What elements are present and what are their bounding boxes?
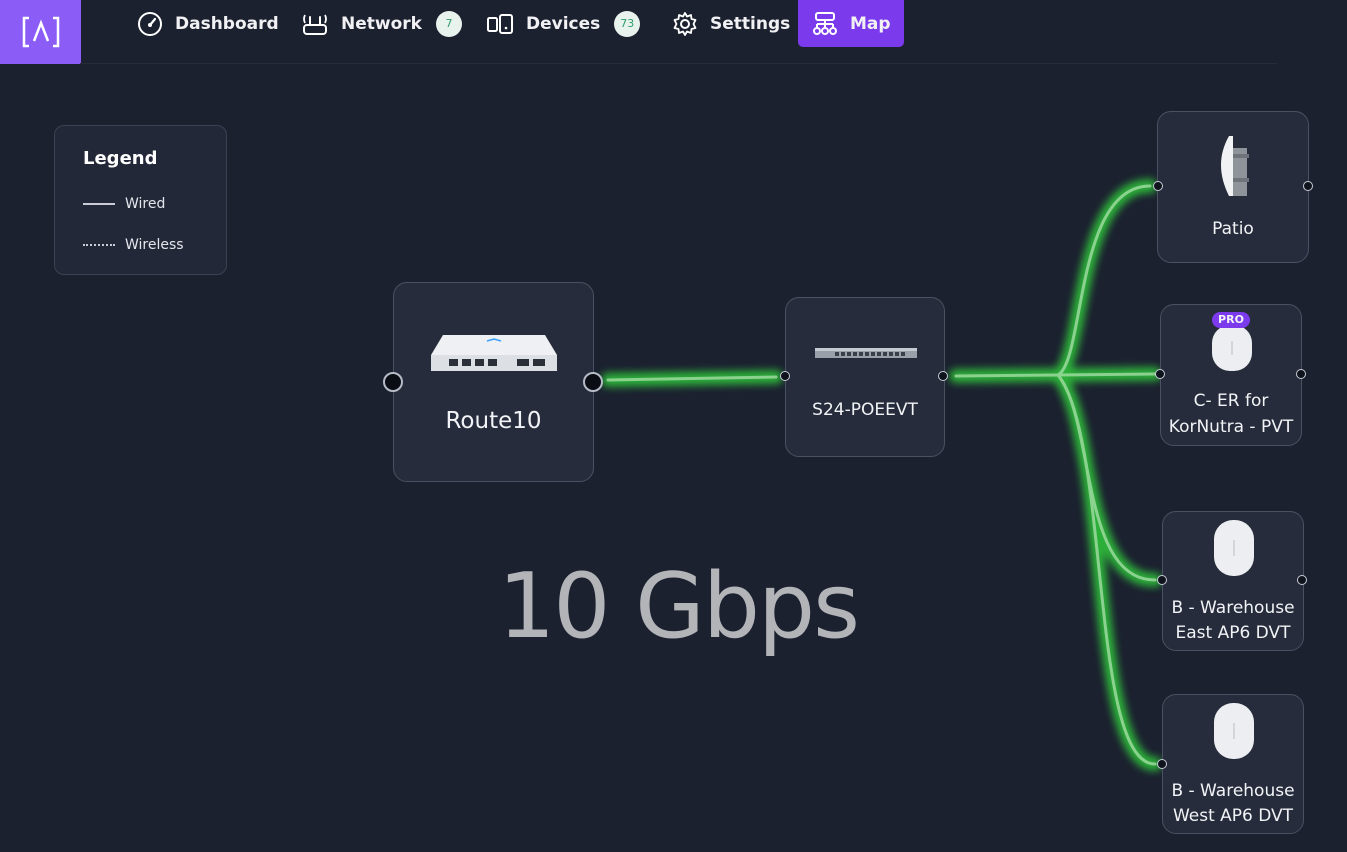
node-warehouse-west[interactable]: B - Warehouse West AP6 DVT: [1162, 694, 1304, 834]
east-port-left[interactable]: [1157, 575, 1167, 585]
nav-map[interactable]: Map: [798, 0, 904, 47]
nav-settings-label: Settings: [710, 13, 791, 34]
switch-port-right[interactable]: [938, 371, 948, 381]
legend-wired-label: Wired: [125, 196, 166, 212]
wireless-line-swatch: [83, 244, 115, 246]
gear-icon: [673, 11, 697, 36]
east-port-right[interactable]: [1297, 575, 1307, 585]
devices-count-badge: 73: [614, 10, 641, 37]
link-glow: [601, 179, 1162, 771]
nav-dashboard[interactable]: Dashboard: [123, 0, 293, 47]
link-core: [606, 184, 1157, 766]
west-port-left[interactable]: [1157, 759, 1167, 769]
west-label-line1: B - Warehouse: [1171, 781, 1295, 801]
outdoor-ap-image: [1221, 136, 1249, 196]
legend-wired-row: Wired: [83, 196, 165, 212]
node-warehouse-east[interactable]: B - Warehouse East AP6 DVT: [1162, 511, 1304, 651]
nav-network[interactable]: Network 7: [287, 0, 476, 47]
access-point-image: [1214, 703, 1254, 759]
east-label-line1: B - Warehouse: [1171, 598, 1295, 618]
node-s24-poeevt[interactable]: S24-POEEVT: [785, 297, 945, 457]
gauge-icon: [138, 11, 162, 36]
top-navigation: Dashboard Network 7 Devices 73 Settings: [0, 0, 1347, 64]
switch-port-left[interactable]: [780, 371, 790, 381]
bracket-a-logo-icon: [22, 16, 59, 48]
node-c-er-kornutra[interactable]: PRO C- ER for KorNutra - PVT: [1160, 304, 1302, 446]
route10-port-right[interactable]: [583, 372, 603, 392]
pro-badge: PRO: [1212, 312, 1250, 328]
router-icon: [303, 14, 327, 35]
patio-port-right[interactable]: [1303, 181, 1313, 191]
legend-wireless-label: Wireless: [125, 237, 184, 253]
legend-panel: Legend Wired Wireless: [54, 125, 227, 275]
node-route10[interactable]: Route10: [393, 282, 594, 482]
devices-icon: [487, 13, 513, 34]
access-point-image: [1212, 325, 1252, 371]
wired-line-swatch: [83, 203, 115, 205]
brand-logo[interactable]: [0, 0, 81, 64]
nav-settings[interactable]: Settings: [658, 0, 804, 47]
switch-label: S24-POEEVT: [812, 400, 918, 420]
nav-dashboard-label: Dashboard: [175, 13, 279, 34]
nav-map-label: Map: [850, 13, 891, 34]
west-label-line2: West AP6 DVT: [1172, 806, 1294, 826]
router-device-image: [431, 335, 557, 371]
east-label-line2: East AP6 DVT: [1175, 623, 1291, 643]
patio-port-left[interactable]: [1153, 181, 1163, 191]
patio-label: Patio: [1212, 219, 1254, 239]
sitemap-icon: [813, 11, 837, 35]
nav-network-label: Network: [341, 13, 422, 34]
nav-devices[interactable]: Devices 73: [472, 0, 654, 47]
access-point-image: [1214, 520, 1254, 576]
node-patio[interactable]: Patio: [1157, 111, 1309, 263]
switch-device-image: [815, 348, 917, 358]
c-er-port-right[interactable]: [1296, 369, 1306, 379]
route10-port-left[interactable]: [383, 372, 403, 392]
speed-overlay-label: 10 Gbps: [498, 554, 860, 659]
topbar-divider: [80, 63, 1277, 64]
c-er-label-line2: KorNutra - PVT: [1168, 417, 1294, 437]
c-er-port-left[interactable]: [1155, 369, 1165, 379]
c-er-label-line1: C- ER for: [1193, 391, 1269, 411]
nav-devices-label: Devices: [526, 13, 601, 34]
legend-title: Legend: [83, 148, 158, 169]
network-count-badge: 7: [435, 10, 462, 37]
legend-wireless-row: Wireless: [83, 237, 184, 253]
route10-label: Route10: [445, 408, 542, 434]
